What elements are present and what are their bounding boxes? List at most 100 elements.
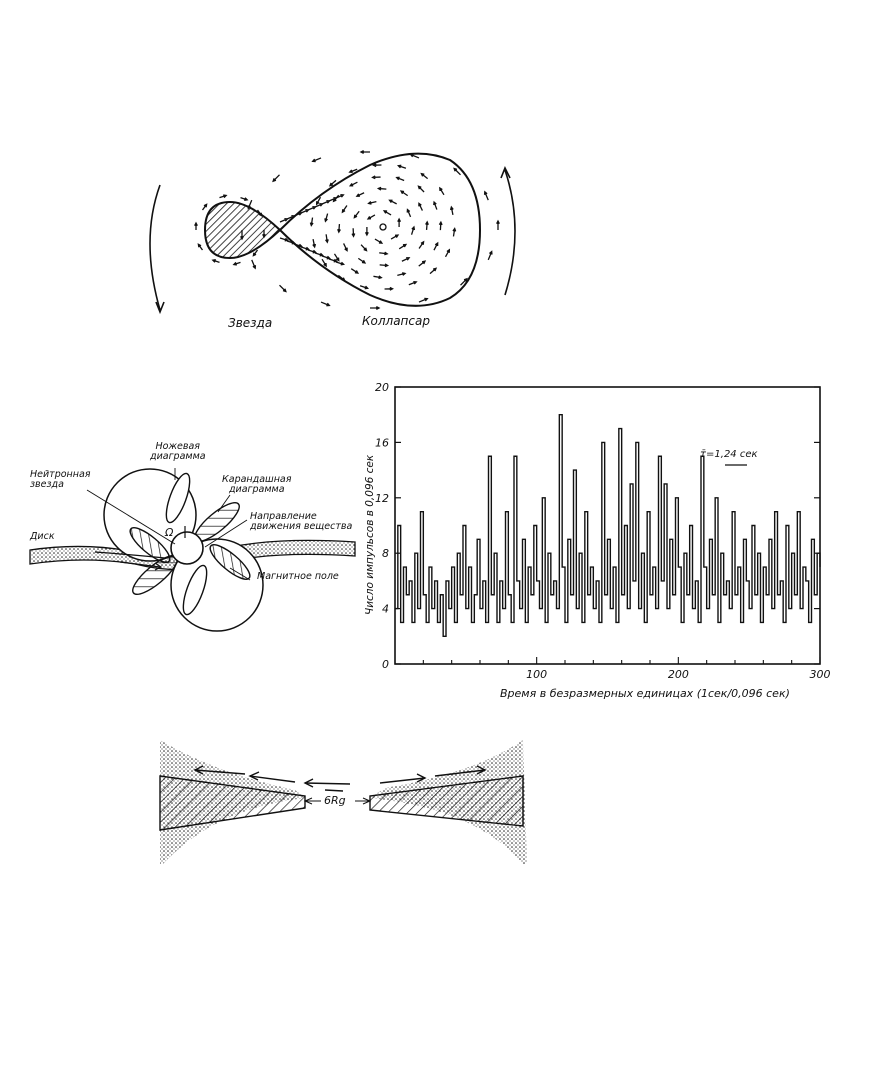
flow-arrow [483, 190, 489, 201]
collapsar-center [379, 223, 387, 231]
flow-arrow [300, 246, 311, 251]
collapsar-lobe [278, 152, 482, 307]
x-tick-label: 300 [810, 668, 831, 681]
flow-arrow [240, 230, 244, 241]
flow-arrow [433, 200, 438, 210]
flow-arrow [262, 230, 266, 239]
flow-arrow [279, 284, 287, 293]
right-rotation-arrow [504, 169, 516, 296]
flow-arrow [373, 275, 383, 280]
flow-arrow [397, 272, 407, 277]
flow-arrow [279, 237, 290, 242]
flow-arrow [335, 261, 346, 266]
flow-arrow [487, 250, 493, 261]
flow-arrow [328, 179, 337, 187]
flow-arrow [353, 210, 360, 219]
flow-arrow [379, 263, 390, 268]
right-disk-half [369, 775, 524, 827]
flow-arrow [397, 217, 402, 227]
flow-arrow [401, 257, 411, 262]
radius-label: 6Rg [324, 794, 346, 807]
flow-arrow [252, 249, 259, 257]
flow-arrow [418, 240, 425, 249]
flow-arrow [293, 243, 304, 248]
figure-star-collapsar: Звезда Коллапсар [149, 150, 516, 330]
y-tick-label: 16 [375, 436, 389, 449]
flow-arrow [398, 243, 408, 250]
flow-arrow [309, 217, 314, 227]
flow-arrow [256, 209, 263, 217]
flow-arrows [194, 150, 500, 310]
y-tick-label: 12 [375, 492, 389, 505]
flow-arrow [395, 176, 405, 182]
flow-arrow [374, 238, 384, 244]
neutron-star [170, 531, 204, 565]
flow-arrow [388, 199, 397, 205]
flow-arrow [251, 259, 257, 270]
y-tick-label: 4 [382, 603, 389, 616]
flow-arrow [438, 220, 443, 231]
flow-arrow [314, 252, 325, 257]
y-axis-label: Число импульсов в 0,096 сек [364, 454, 376, 615]
flow-arrow [348, 181, 358, 187]
flow-arrow [343, 243, 348, 252]
flow-arrow [359, 285, 370, 290]
flow-arrow [315, 196, 322, 206]
flow-arrow [320, 301, 331, 307]
flow-arrow [418, 202, 423, 211]
flow-arrow [409, 153, 420, 159]
flow-arrow [247, 199, 253, 210]
flow-arrow [379, 251, 389, 256]
flow-arrow [307, 206, 317, 211]
flow-arrow [433, 241, 439, 251]
flow-arrow [399, 190, 409, 197]
flow-arrow [418, 297, 429, 303]
flow-arrow [219, 194, 228, 199]
flow-arrow [197, 243, 204, 251]
fan-beam-lower [182, 564, 208, 616]
flow-arrow [444, 248, 451, 258]
flow-arrow [232, 261, 241, 266]
flow-arrow [360, 244, 368, 252]
flow-arrow [355, 192, 365, 197]
flow-arrow [359, 150, 370, 154]
flow-arrow [348, 168, 358, 174]
flow-arrow [279, 218, 289, 223]
pencil-beam-label: Карандашная диаграмма [222, 474, 292, 495]
left-rotation-arrow [149, 184, 161, 311]
y-tick-label: 0 [382, 658, 389, 671]
flow-arrow [410, 225, 416, 235]
flow-arrow [449, 205, 454, 216]
flow-arrow [408, 280, 418, 286]
y-tick-label: 20 [375, 381, 389, 394]
flow-arrow [194, 221, 198, 230]
flow-arrow [311, 157, 322, 163]
flow-arrow [367, 201, 377, 205]
figure-disk-cross-section: 6Rg [159, 740, 527, 864]
series-line [395, 414, 821, 637]
flow-arrow [321, 258, 327, 268]
flow-arrow [312, 238, 317, 249]
fan-beam-upper [165, 472, 191, 524]
x-tick-label: 200 [668, 668, 689, 681]
flow-arrow [351, 228, 356, 238]
left-disk-half [159, 775, 306, 831]
flow-arrow [439, 186, 445, 196]
flow-arrow [286, 240, 297, 245]
omega-label: Ω [164, 526, 174, 539]
flow-arrow [240, 197, 249, 201]
star-label: Звезда [228, 316, 272, 330]
flow-arrow [417, 185, 425, 193]
flow-arrow [341, 205, 348, 214]
flow-arrow [496, 219, 500, 230]
flow-arrow [406, 208, 412, 218]
flow-arrow [396, 164, 407, 169]
flow-arrow [333, 253, 340, 262]
tau-annotation: τ̄=1,24 сек [700, 449, 758, 460]
flow-arrow [337, 224, 341, 234]
magnetic-pole-label: Магнитное поле [257, 571, 339, 582]
neutron-star-label: Нейтронная звезда [30, 469, 91, 490]
y-tick-label: 8 [382, 547, 389, 560]
inflow-arrows [193, 765, 487, 792]
